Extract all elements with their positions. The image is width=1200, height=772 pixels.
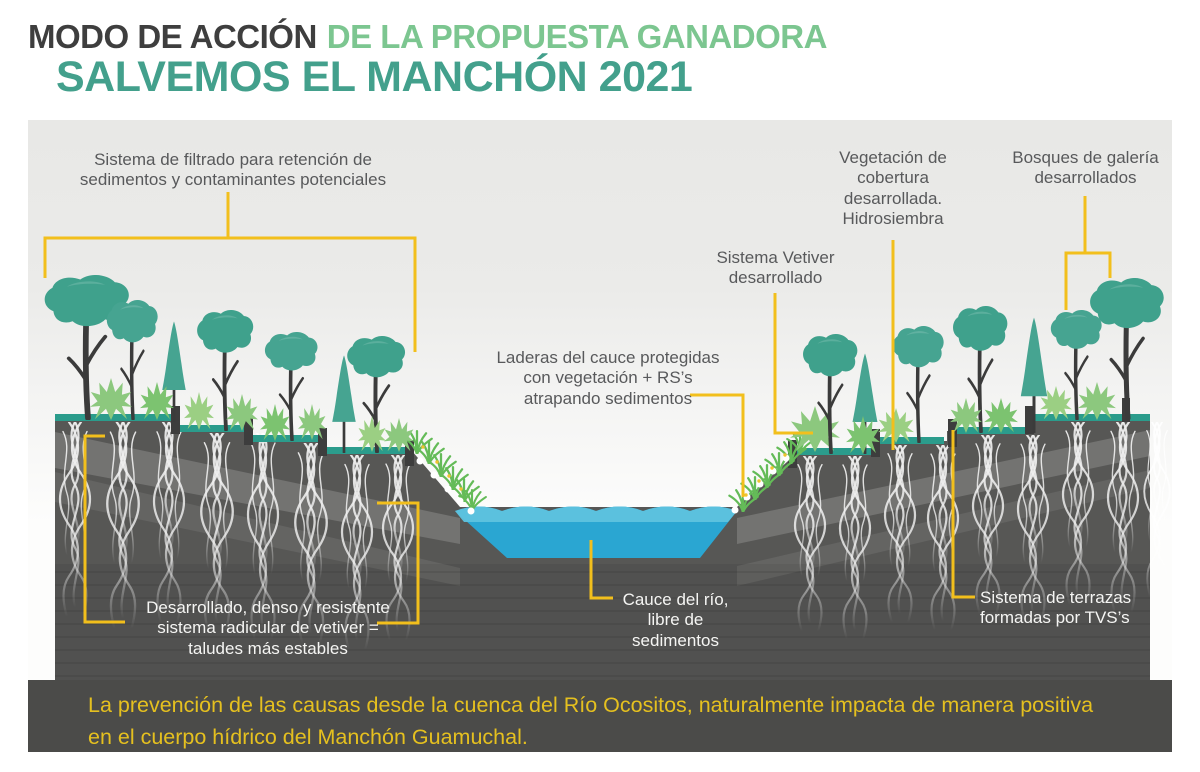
connector-terrazas xyxy=(951,430,975,599)
connector-laderas xyxy=(690,393,745,497)
label-radicular: Desarrollado, denso y resistente sistema… xyxy=(146,598,390,658)
label-laderas: Laderas del cauce protegidas con vegetac… xyxy=(496,348,720,408)
shrub-icon xyxy=(90,378,132,420)
label-cauce: Cauce del río, libre de sedimentos xyxy=(622,590,729,650)
label-terrazas: Sistema de terrazas formadas por TVS’s xyxy=(980,588,1132,628)
connector-lines xyxy=(43,192,1112,625)
caption-bar: La prevención de las causas desde la cue… xyxy=(28,680,1172,752)
shrub-icon xyxy=(184,392,214,430)
caption-text: La prevención de las causas desde la cue… xyxy=(88,693,1094,750)
title-part2: DE LA PROPUESTA GANADORA xyxy=(326,18,828,55)
river-cross-section-scene: Sistema de filtrado para retención de se… xyxy=(28,120,1172,680)
title-line2: SALVEMOS EL MANCHÓN 2021 xyxy=(56,52,693,101)
connector-cauce xyxy=(589,540,613,600)
connector-radicular-right xyxy=(377,501,420,625)
connector-bosques xyxy=(1064,196,1112,310)
connector-filtrado xyxy=(43,192,417,352)
label-filtrado: Sistema de filtrado para retención de se… xyxy=(79,150,387,190)
label-vegetacion: Vegetación de cobertura desarrollada. Hi… xyxy=(839,148,947,229)
shrub-icon xyxy=(358,416,386,452)
label-vetiver: Sistema Vetiver desarrollado xyxy=(716,248,835,288)
label-bosques: Bosques de galería desarrollados xyxy=(1012,148,1159,188)
terrace-bars xyxy=(55,414,1150,455)
slope-grass-icon xyxy=(402,430,815,515)
title-part1: MODO DE ACCIÓN xyxy=(28,18,317,55)
illustration xyxy=(28,192,1171,680)
tree-icon xyxy=(330,354,358,453)
connector-vetiver xyxy=(773,293,813,435)
river-water xyxy=(455,506,737,558)
connector-radicular-left xyxy=(83,434,125,624)
